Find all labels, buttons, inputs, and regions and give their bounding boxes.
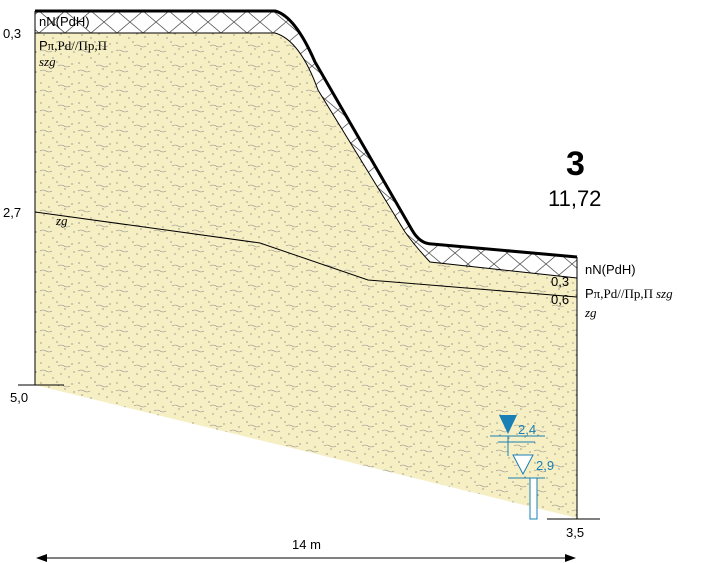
soil-body (35, 33, 577, 518)
left-lower-genesis: zg (55, 213, 68, 228)
layer-boundary-line (34, 211, 578, 298)
first-water-level: 2,4 (518, 422, 536, 437)
section-elevation: 11,72 (548, 186, 601, 211)
ground-surface (35, 9, 578, 259)
arrow-left-icon (36, 554, 47, 562)
first-water-level-icon (499, 415, 517, 434)
section-number: 3 (566, 145, 585, 183)
distance-label: 14 m (292, 537, 321, 552)
right-lower-genesis: zg (584, 305, 597, 320)
right-depth-0: 0,3 (551, 274, 569, 289)
left-depth-0: 0,3 (3, 26, 21, 41)
piezometer-pipe (529, 477, 538, 520)
left-fill-code: nN(PdH) (39, 14, 90, 29)
right-fill-code: nN(PdH) (585, 262, 636, 277)
left-depth-2: 5,0 (10, 390, 28, 405)
right-depth-2: 3,5 (566, 525, 584, 540)
groundwater-marker: 2,4 2,9 (490, 415, 554, 520)
distance-dimension: 14 m (36, 537, 576, 562)
left-depth-1: 2,7 (3, 205, 21, 220)
left-sand-code: Pπ,Pd//Πp,Π (39, 38, 107, 53)
steady-water-level: 2,9 (536, 458, 554, 473)
fill-base-line (35, 32, 578, 279)
right-depth-1: 0,6 (551, 292, 569, 307)
steady-water-level-icon (512, 454, 534, 476)
arrow-right-icon (565, 554, 576, 562)
left-sand-genesis: szg (39, 54, 56, 69)
